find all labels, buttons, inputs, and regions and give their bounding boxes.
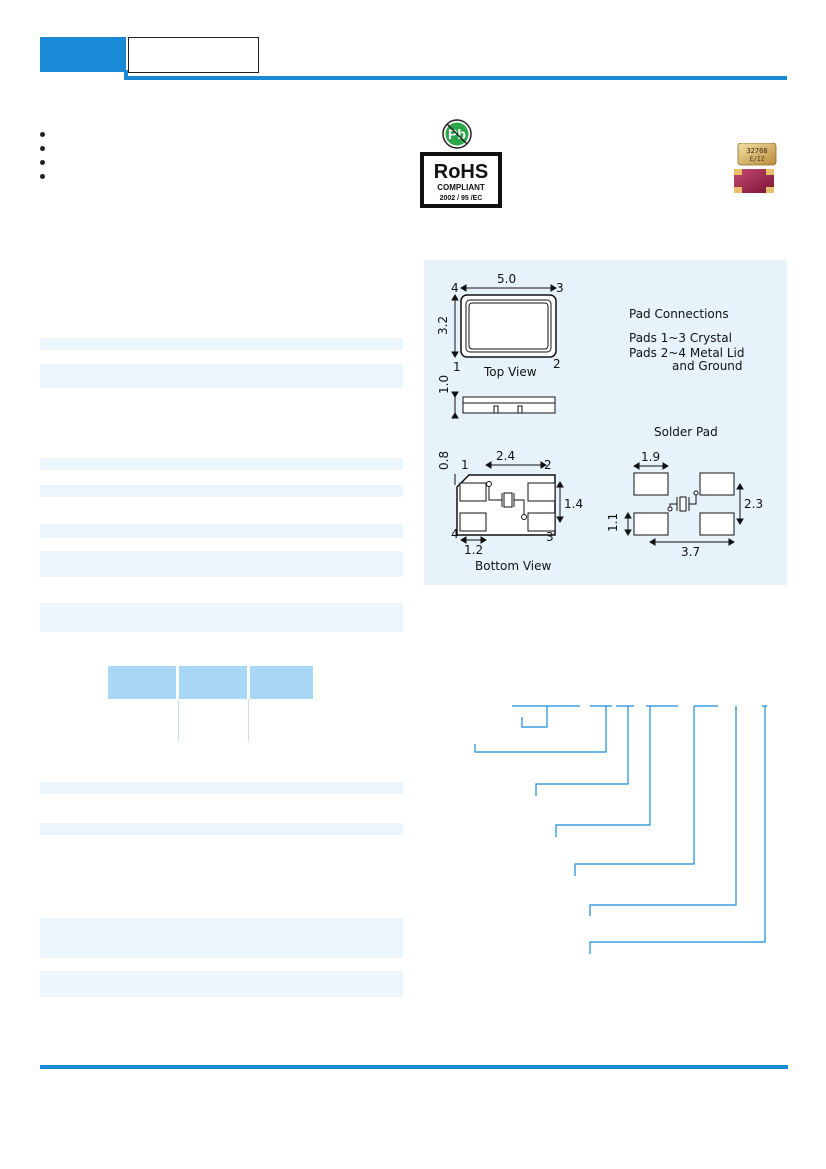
dim-pad-pitch-y: 1.4 (564, 497, 584, 511)
spec-row-band (40, 603, 403, 632)
bullet-icon (40, 146, 45, 151)
spec-row-band (40, 364, 403, 388)
dimension-drawing-panel: 5.0 4 3 3.2 1 2 Top View Pad Connections… (424, 260, 787, 585)
spec-row-band (40, 485, 403, 497)
spec-row-band (40, 338, 403, 350)
pin-label-2: 2 (553, 357, 561, 371)
bottom-view-label: Bottom View (475, 559, 552, 573)
dim-solder-span-x: 3.7 (681, 545, 701, 559)
dim-solder-width: 1.9 (641, 450, 661, 464)
pin-label-4-bottom: 4 (451, 527, 459, 541)
rohs-subtitle: COMPLIANT (437, 183, 485, 192)
part-number-guide (474, 705, 767, 954)
header-title-box (128, 37, 259, 73)
spec-row-band (40, 458, 403, 470)
table-column-divider (178, 700, 179, 741)
photo-marking-1: 32768 (746, 147, 767, 155)
pin-label-4: 4 (451, 281, 459, 295)
dim-pad-pitch-x: 2.4 (496, 449, 516, 463)
dim-thickness: 1.0 (437, 374, 451, 394)
footer-rule (40, 1065, 788, 1069)
product-photo: 32768 E/IZ (734, 143, 777, 193)
spec-row-band (40, 918, 403, 958)
header-brand-block (40, 37, 126, 72)
pin-label-2-bottom: 2 (544, 458, 552, 472)
header-rule-corner (124, 70, 128, 80)
dimension-drawing (451, 284, 744, 546)
spec-row-band (40, 524, 403, 538)
solder-pad-title: Solder Pad (654, 425, 718, 439)
table-column-divider (248, 700, 249, 741)
pin-label-3: 3 (556, 281, 564, 295)
header-rule (124, 76, 787, 80)
rohs-logo: Pb RoHS COMPLIANT 2002 / 95 /EC (420, 119, 502, 208)
photo-marking-2: E/IZ (750, 156, 765, 163)
pad-connections-title: Pad Connections (629, 307, 729, 321)
rohs-title: RoHS (434, 161, 488, 183)
pad-connection-line-1: Pads 1~3 Crystal (629, 331, 732, 345)
pin-label-3-bottom: 3 (546, 530, 554, 544)
dim-pad-offset: 0.8 (437, 450, 451, 470)
pad-connection-line-3: and Ground (672, 359, 743, 373)
spec-row-band (40, 823, 403, 835)
dim-solder-gap-y: 2.3 (744, 497, 764, 511)
pin-label-1-bottom: 1 (461, 458, 469, 472)
bullet-icon (40, 174, 45, 179)
spec-row-band (40, 551, 403, 577)
feature-list (40, 132, 45, 188)
spec-row-band (40, 971, 403, 997)
bullet-icon (40, 160, 45, 165)
spec-row-band (40, 782, 403, 794)
top-view-label: Top View (484, 365, 537, 379)
pad-connection-line-2: Pads 2~4 Metal Lid (629, 346, 745, 360)
dim-solder-height: 1.1 (606, 512, 620, 532)
table-header-cell (179, 666, 247, 699)
bullet-icon (40, 132, 45, 137)
dim-pad-width: 1.2 (464, 543, 484, 557)
dim-height: 3.2 (436, 315, 450, 335)
pin-label-1: 1 (453, 360, 461, 374)
table-header-cell (108, 666, 176, 699)
rohs-directive: 2002 / 95 /EC (440, 195, 483, 202)
dim-width: 5.0 (497, 272, 517, 286)
table-header-cell (250, 666, 313, 699)
